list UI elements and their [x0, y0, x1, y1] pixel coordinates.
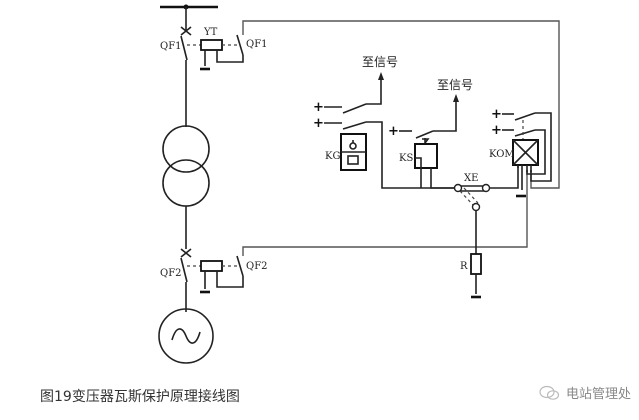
yt-coil — [200, 39, 223, 51]
wire — [433, 100, 457, 132]
yt-lead — [216, 50, 244, 63]
ks-indicator — [415, 157, 422, 168]
generator — [158, 308, 214, 364]
ks-contact — [415, 130, 434, 139]
ks-relay — [414, 143, 438, 169]
qf1-aux-contact — [236, 34, 244, 56]
kom-cross-icon — [512, 139, 539, 166]
qf1-right-label: QF1 — [246, 39, 268, 50]
wechat-icon — [539, 385, 560, 400]
kg-contact-icon — [347, 155, 359, 165]
plus-terminal: + — [313, 116, 324, 131]
wire — [366, 78, 382, 105]
plus-terminal: + — [491, 123, 502, 138]
yt2-coil — [200, 260, 223, 272]
arrow-up-icon — [453, 94, 459, 102]
transformer-primary-winding — [162, 125, 210, 173]
yt2-lead — [216, 271, 244, 288]
figure-caption: 图19变压器瓦斯保护原理接线图 — [40, 389, 240, 405]
wire — [526, 129, 546, 175]
yt-label: YT — [203, 27, 218, 38]
qf2-aux-contact — [236, 255, 244, 277]
wire — [430, 168, 455, 189]
ac-sine-icon — [171, 328, 201, 344]
xe-label: XE — [464, 173, 478, 184]
transformer-secondary-winding — [162, 159, 210, 207]
trip-wire-qf1 — [242, 20, 560, 189]
plus-terminal: + — [313, 100, 324, 115]
ks-label: KS — [399, 153, 413, 164]
kg-signal-contact — [342, 103, 367, 114]
kg-label: KG — [325, 151, 340, 162]
kom-contact-2 — [514, 129, 536, 137]
qf1-breaker — [180, 26, 192, 61]
kom-contact-1 — [514, 112, 536, 121]
watermark: 电站管理处 — [538, 383, 631, 402]
trip-wire-qf2 — [242, 170, 528, 256]
plus-terminal: + — [491, 107, 502, 122]
xe-link — [453, 183, 491, 212]
arrow-up-icon — [378, 72, 384, 80]
resistor-r — [470, 253, 482, 275]
signal-label-2: 至信号 — [437, 78, 473, 92]
r-label: R — [460, 261, 468, 272]
wire — [489, 166, 519, 189]
kg-trip-contact — [342, 121, 367, 130]
qf1-left-label: QF1 — [160, 41, 182, 52]
plus-terminal: + — [388, 124, 399, 139]
qf2-left-label: QF2 — [160, 268, 182, 279]
signal-label-1: 至信号 — [362, 55, 398, 69]
qf2-right-label: QF2 — [246, 261, 268, 272]
qf2-breaker — [180, 248, 192, 283]
watermark-text: 电站管理处 — [566, 387, 632, 402]
kom-label: KOM — [489, 149, 515, 160]
wire — [530, 112, 552, 182]
